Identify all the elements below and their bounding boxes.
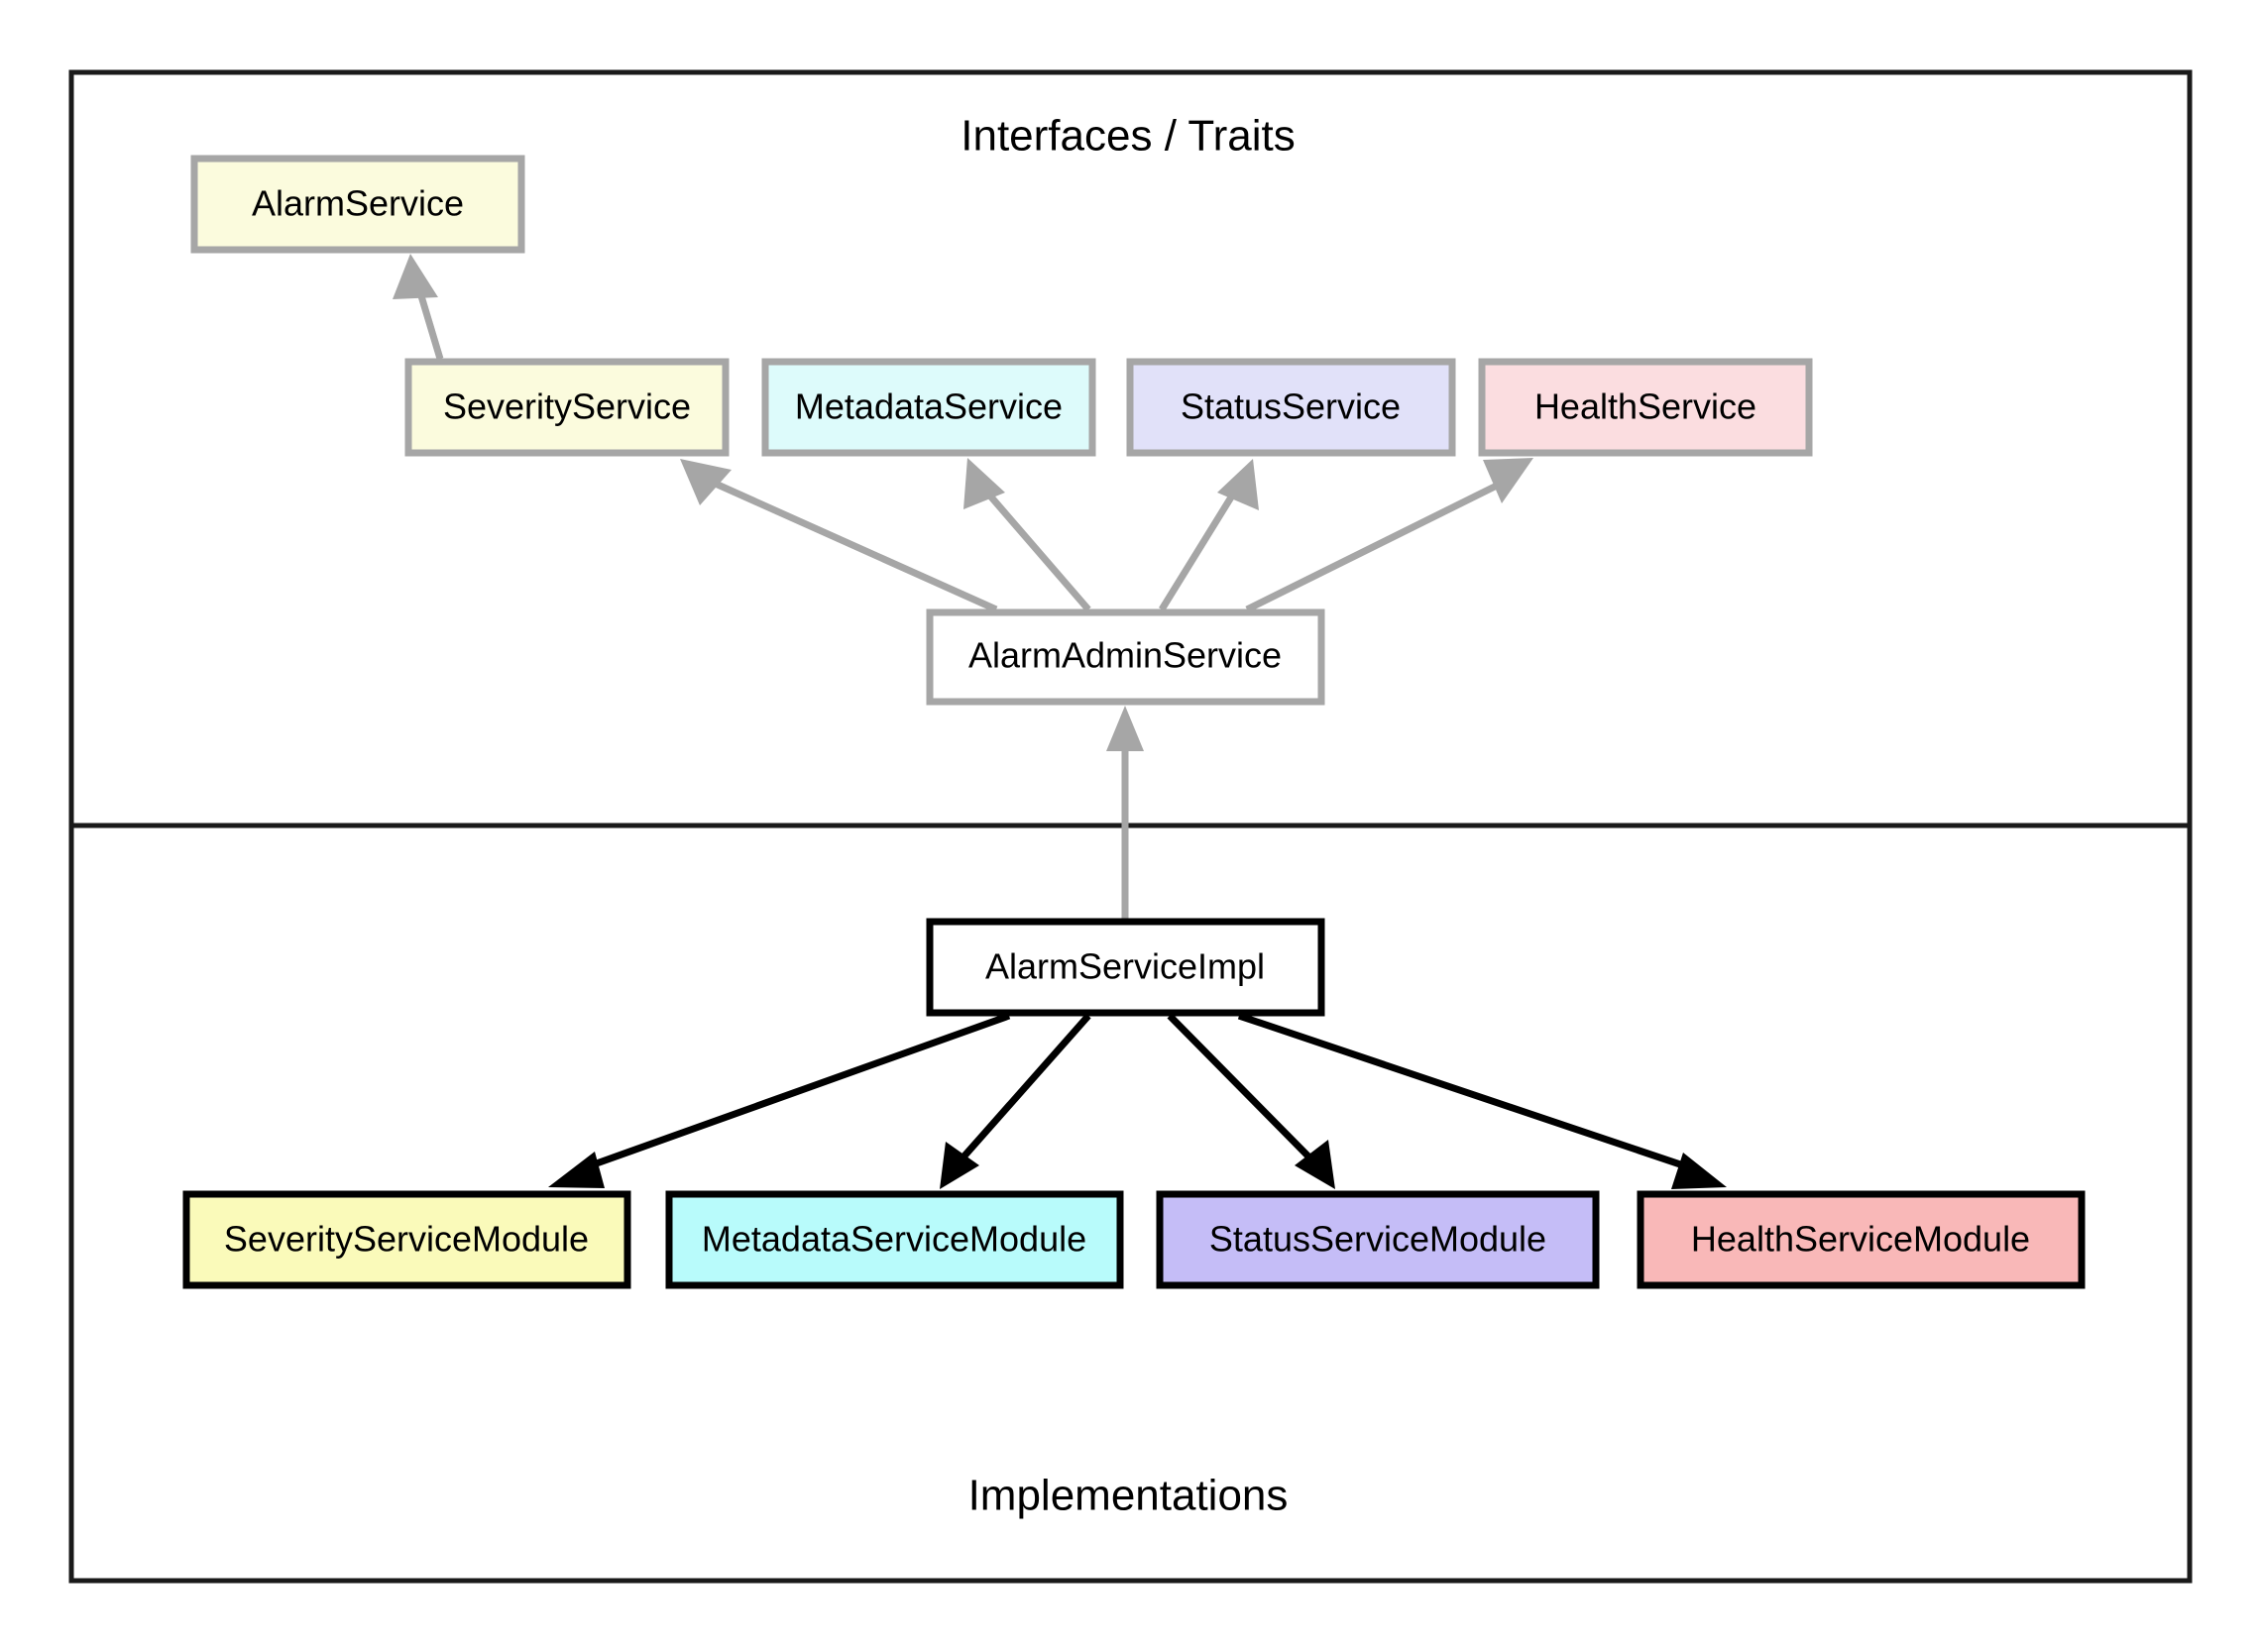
node-label-alarm-service-impl: AlarmServiceImpl — [985, 946, 1265, 987]
gray-edge-group — [393, 254, 1533, 613]
arrowhead-black — [548, 1152, 605, 1188]
node-severity-service-module[interactable]: SeverityServiceModule — [182, 1190, 631, 1289]
interfaces-section-title: Interfaces / Traits — [961, 112, 1295, 161]
node-label-status-service: StatusService — [1181, 386, 1401, 427]
node-health-service-module[interactable]: HealthServiceModule — [1637, 1190, 2086, 1289]
interfaces-group: AlarmService SeverityService MetadataSer… — [190, 155, 1813, 706]
node-status-service[interactable]: StatusService — [1126, 358, 1456, 457]
node-alarm-service-impl[interactable]: AlarmServiceImpl — [926, 918, 1325, 1017]
node-label-severity-service-module: SeverityServiceModule — [224, 1219, 589, 1260]
arrowhead-gray — [393, 254, 438, 299]
node-label-metadata-service-module: MetadataServiceModule — [702, 1219, 1086, 1260]
edge-impl-to-admin — [1106, 706, 1144, 919]
arrowhead-gray — [1483, 458, 1533, 503]
arrowhead-black — [1671, 1153, 1727, 1189]
node-label-metadata-service: MetadataService — [795, 386, 1063, 427]
arrowhead-black — [1295, 1140, 1335, 1189]
implementations-section-title: Implementations — [968, 1472, 1289, 1520]
edge-impl-to-severity-module — [548, 1012, 1011, 1188]
arrowhead-gray — [680, 459, 732, 505]
edge-admin-to-severity — [680, 459, 998, 613]
node-label-alarm-admin-service: AlarmAdminService — [968, 635, 1282, 676]
edge-admin-to-status — [1159, 459, 1259, 611]
arrowhead-gray — [963, 458, 1005, 509]
node-label-severity-service: SeverityService — [443, 386, 691, 427]
implementations-group: AlarmServiceImpl SeverityServiceModule M… — [182, 918, 2086, 1289]
edge-admin-to-health — [1245, 458, 1533, 613]
node-alarm-service[interactable]: AlarmService — [190, 155, 525, 254]
arrowhead-black — [940, 1142, 979, 1189]
edge-impl-to-health-module — [1237, 1012, 1727, 1189]
edge-impl-to-status-module — [1167, 1013, 1335, 1189]
arrowhead-gray — [1217, 459, 1259, 510]
black-edge-group — [548, 706, 1727, 1189]
edge-severity-to-alarmservice — [393, 254, 444, 361]
node-label-status-service-module: StatusServiceModule — [1209, 1219, 1546, 1260]
arrowhead-gray — [1106, 706, 1144, 751]
edge-admin-to-metadata — [963, 458, 1091, 612]
edge-impl-to-metadata-module — [940, 1013, 1091, 1189]
node-status-service-module[interactable]: StatusServiceModule — [1156, 1190, 1600, 1289]
node-label-health-service-module: HealthServiceModule — [1691, 1219, 2030, 1260]
node-label-alarm-service: AlarmService — [252, 183, 464, 224]
node-alarm-admin-service[interactable]: AlarmAdminService — [926, 608, 1325, 706]
node-metadata-service[interactable]: MetadataService — [761, 358, 1096, 457]
node-severity-service[interactable]: SeverityService — [404, 358, 730, 457]
node-health-service[interactable]: HealthService — [1478, 358, 1813, 457]
node-label-health-service: HealthService — [1534, 386, 1756, 427]
node-metadata-service-module[interactable]: MetadataServiceModule — [665, 1190, 1124, 1289]
